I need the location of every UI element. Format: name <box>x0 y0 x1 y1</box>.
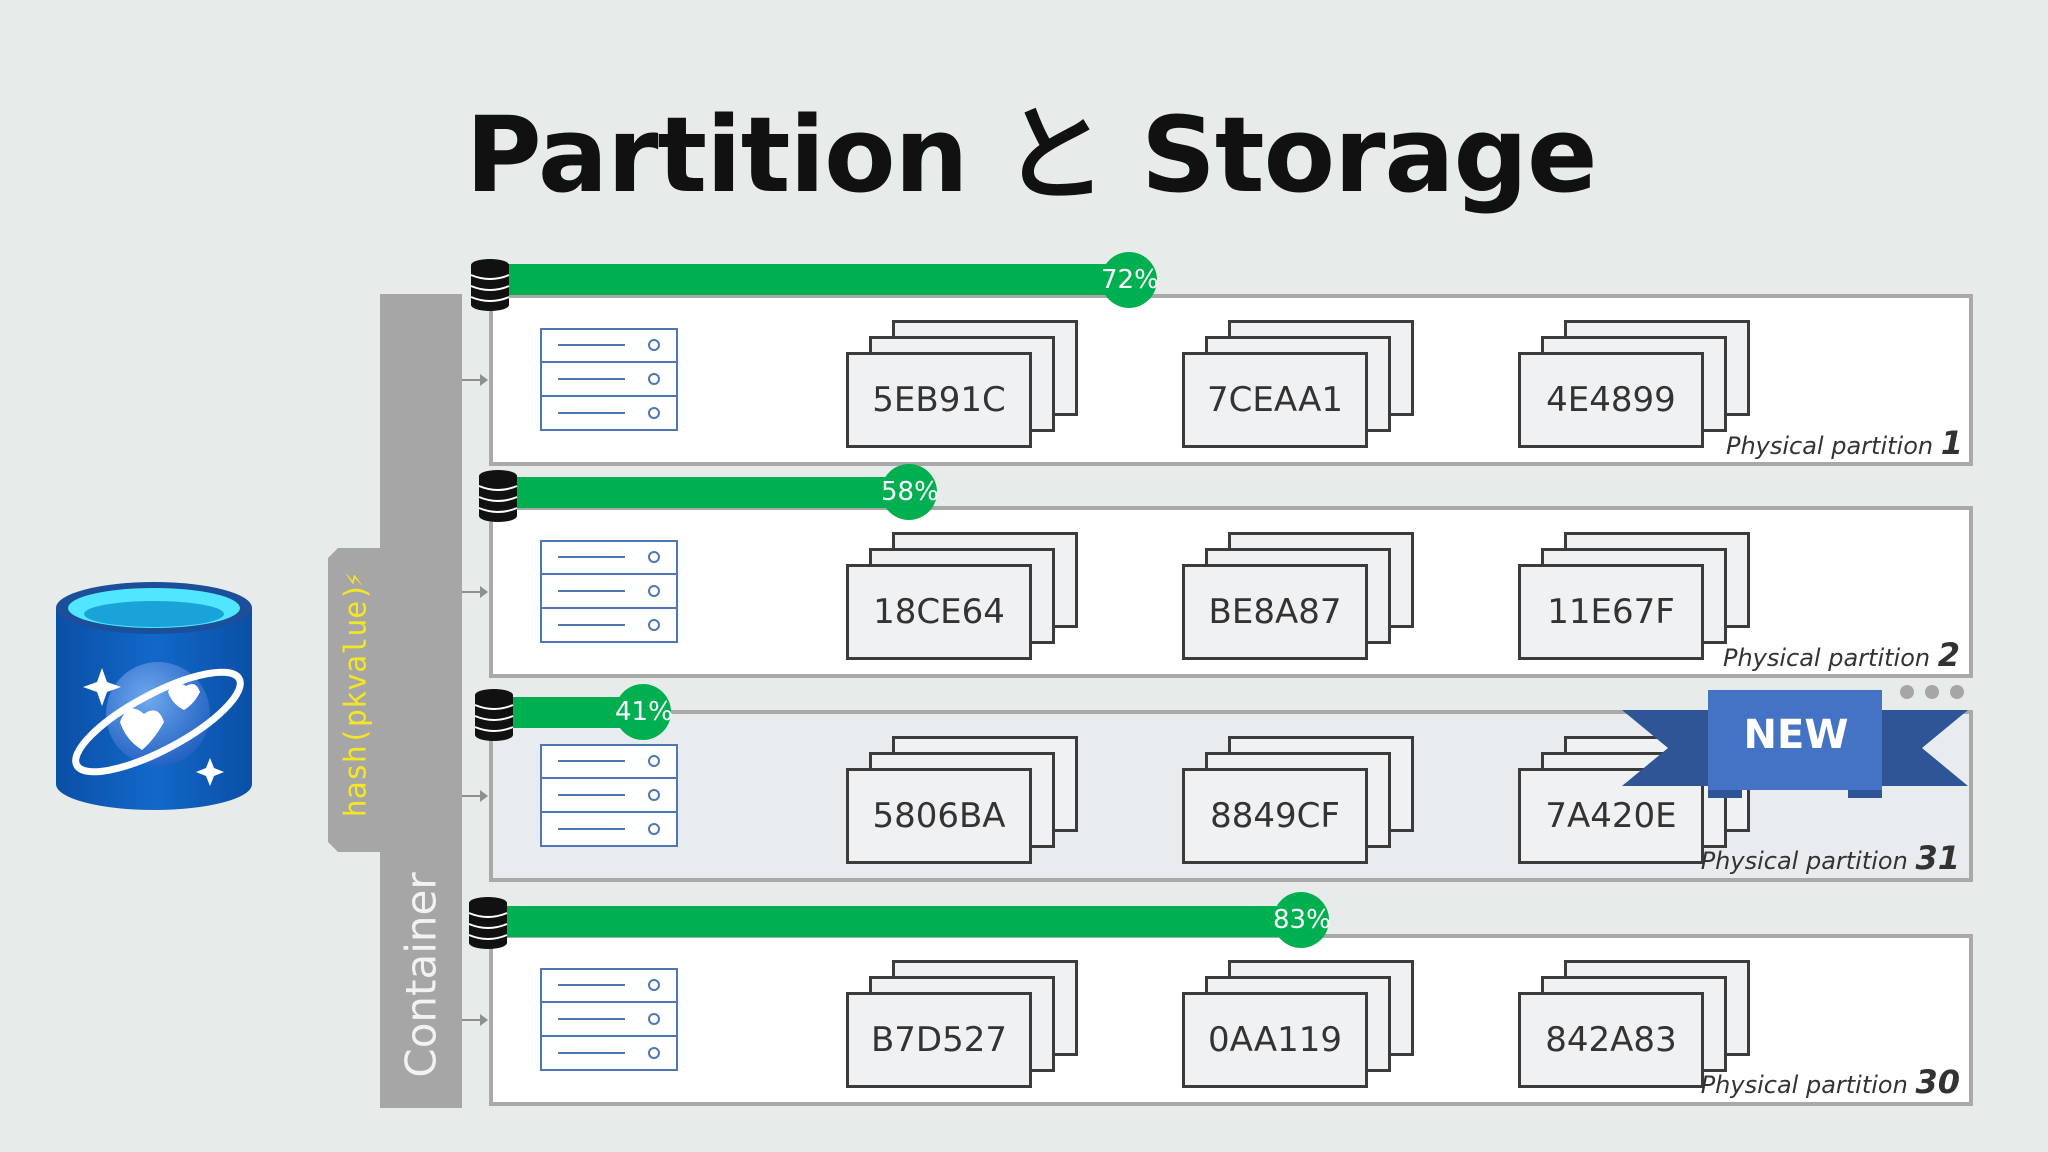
partition-number: 2 <box>1937 636 1960 674</box>
logical-partition-id: 842A83 <box>1518 992 1704 1088</box>
logical-partition-stack: 5EB91C <box>846 320 1088 448</box>
connector-arrow <box>462 1014 488 1026</box>
new-badge-text: NEW <box>1743 712 1849 758</box>
storage-usage-bar <box>498 264 1109 295</box>
server-icon <box>540 744 678 847</box>
partition-number: 30 <box>1915 1063 1960 1101</box>
logical-partition-stack: 842A83 <box>1518 960 1760 1088</box>
storage-usage-percent: 72% <box>1101 252 1159 308</box>
logical-partition-id: 11E67F <box>1518 564 1704 660</box>
connector-arrow <box>462 586 488 598</box>
logical-partition-stack: B7D527 <box>846 960 1088 1088</box>
logical-partition-stack: 8849CF <box>1182 736 1424 864</box>
database-icon <box>468 897 508 949</box>
partition-label: Physical partition 30 <box>1700 1063 1960 1101</box>
logical-partition-id: 5806BA <box>846 768 1032 864</box>
logical-partition-id: B7D527 <box>846 992 1032 1088</box>
server-icon <box>540 540 678 643</box>
connector-arrow <box>462 790 488 802</box>
more-partitions-dots <box>1900 684 1975 703</box>
storage-usage-percent: 58% <box>881 464 939 520</box>
storage-usage-percent: 83% <box>1273 892 1331 948</box>
hash-function-label: hash(pkvalue) <box>338 582 374 818</box>
database-icon <box>470 259 510 311</box>
container-bar <box>380 294 462 1108</box>
partition-number: 1 <box>1940 424 1963 462</box>
logical-partition-id: 8849CF <box>1182 768 1368 864</box>
logical-partition-stack: 4E4899 <box>1518 320 1760 448</box>
logical-partition-id: 4E4899 <box>1518 352 1704 448</box>
hash-tab <box>328 548 384 852</box>
cosmos-db-icon <box>56 582 252 810</box>
logical-partition-id: 5EB91C <box>846 352 1032 448</box>
storage-usage-bar <box>494 906 1281 937</box>
server-icon <box>540 328 678 431</box>
partition-number: 31 <box>1915 839 1960 877</box>
logical-partition-stack: 0AA119 <box>1182 960 1424 1088</box>
connector-arrow <box>462 374 488 386</box>
partition-label: Physical partition 1 <box>1725 424 1963 462</box>
bolt-icon: ⚡ <box>343 571 369 588</box>
logical-partition-id: BE8A87 <box>1182 564 1368 660</box>
logical-partition-id: 0AA119 <box>1182 992 1368 1088</box>
server-icon <box>540 968 678 1071</box>
logical-partition-stack: 11E67F <box>1518 532 1760 660</box>
storage-usage-bar <box>506 477 889 508</box>
database-icon <box>478 470 518 522</box>
logical-partition-id: 7CEAA1 <box>1182 352 1368 448</box>
logical-partition-id: 18CE64 <box>846 564 1032 660</box>
storage-usage-percent: 41% <box>615 684 673 740</box>
database-icon <box>474 689 514 741</box>
logical-partition-stack: 5806BA <box>846 736 1088 864</box>
container-label: Container <box>396 872 446 1078</box>
logical-partition-stack: 18CE64 <box>846 532 1088 660</box>
new-ribbon <box>1622 690 1968 798</box>
partition-label: Physical partition 31 <box>1700 839 1960 877</box>
partition-label: Physical partition 2 <box>1722 636 1960 674</box>
page-title: Partition と Storage <box>465 94 1597 216</box>
storage-usage-bar <box>500 697 623 728</box>
logical-partition-stack: BE8A87 <box>1182 532 1424 660</box>
logical-partition-stack: 7CEAA1 <box>1182 320 1424 448</box>
